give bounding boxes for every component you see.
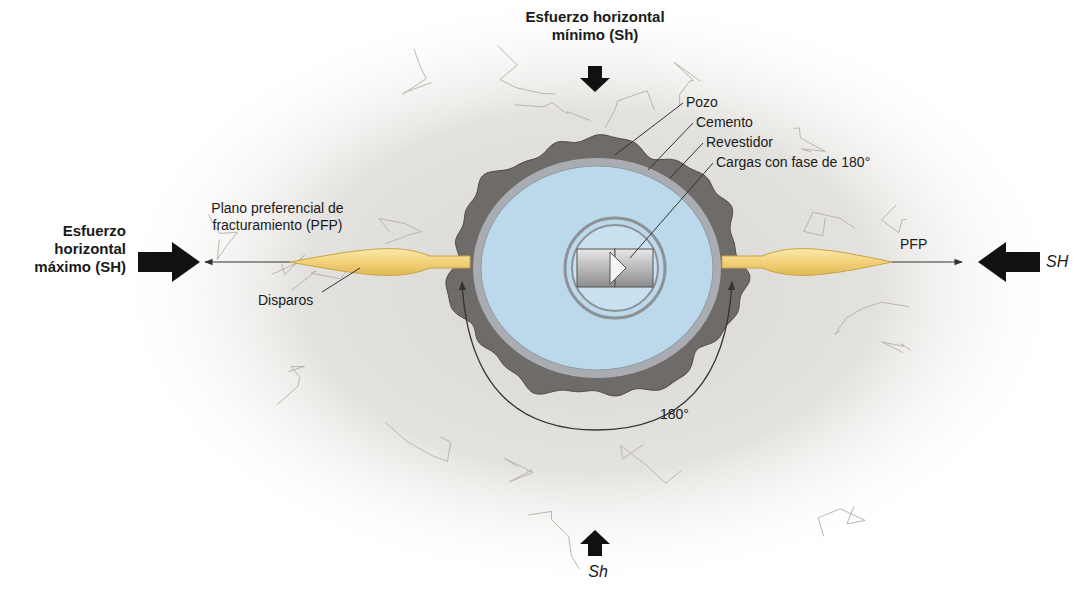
rock-crack [818, 506, 865, 536]
fracture-left [290, 249, 470, 276]
rock-crack [385, 423, 450, 462]
rock-crack [272, 255, 305, 274]
rock-crack [881, 205, 905, 233]
leader-revestidor [670, 143, 703, 178]
wellbore-fluid [481, 166, 713, 370]
gun-carrier-outer [565, 218, 665, 318]
rock-crack [621, 445, 682, 484]
callout-label: Disparos [258, 292, 338, 309]
stress-arrow-bottom [580, 530, 610, 556]
charge-cone [610, 252, 626, 284]
charge-left [577, 249, 615, 287]
stress-arrow-top [580, 66, 610, 92]
callout-label: Pozo [686, 94, 766, 111]
rock-background [110, 0, 1070, 590]
callout-label: PFP [900, 236, 950, 253]
rock-crack [379, 219, 422, 244]
callout-label: Esfuerzo horizontal máximo (SH) [8, 222, 126, 276]
pfp-arrow-right [892, 261, 962, 262]
callout-label: 180° [660, 406, 710, 423]
cement-sheath [446, 135, 750, 396]
callout-label: Cemento [696, 114, 786, 131]
leader-cemento [648, 123, 693, 170]
callout-label: Sh [580, 562, 616, 581]
rock-crack [277, 366, 305, 405]
rock-crack [528, 511, 579, 568]
rock-crack [794, 128, 826, 152]
leader-cargas [630, 163, 713, 258]
callout-label: Revestidor [706, 134, 816, 151]
stress-arrow-left [138, 242, 200, 282]
stress-arrow-right [978, 242, 1040, 282]
callout-label: Cargas con fase de 180° [716, 154, 906, 171]
casing [473, 158, 721, 378]
leader-pozo [615, 103, 683, 155]
leader-lines [322, 103, 713, 292]
callout-label: Esfuerzo horizontal mínimo (Sh) [505, 8, 685, 44]
gun-carrier-inner [572, 225, 658, 311]
pfp-arrow-left [205, 261, 290, 262]
rock-crack [882, 342, 911, 353]
rock-crack [804, 212, 855, 236]
rock-cracks [208, 45, 910, 569]
callout-label: SH [1046, 252, 1082, 271]
fracture-right [722, 249, 892, 276]
phase-angle-arc [462, 282, 732, 430]
rock-crack [835, 302, 910, 334]
rock-crack [402, 49, 431, 95]
rock-crack [497, 45, 555, 94]
callout-label: Plano preferencial de fracturamiento (PF… [190, 200, 365, 234]
rock-crack [515, 103, 591, 121]
leader-disparos [322, 268, 360, 292]
rock-crack [605, 91, 654, 128]
rock-crack [505, 459, 534, 482]
